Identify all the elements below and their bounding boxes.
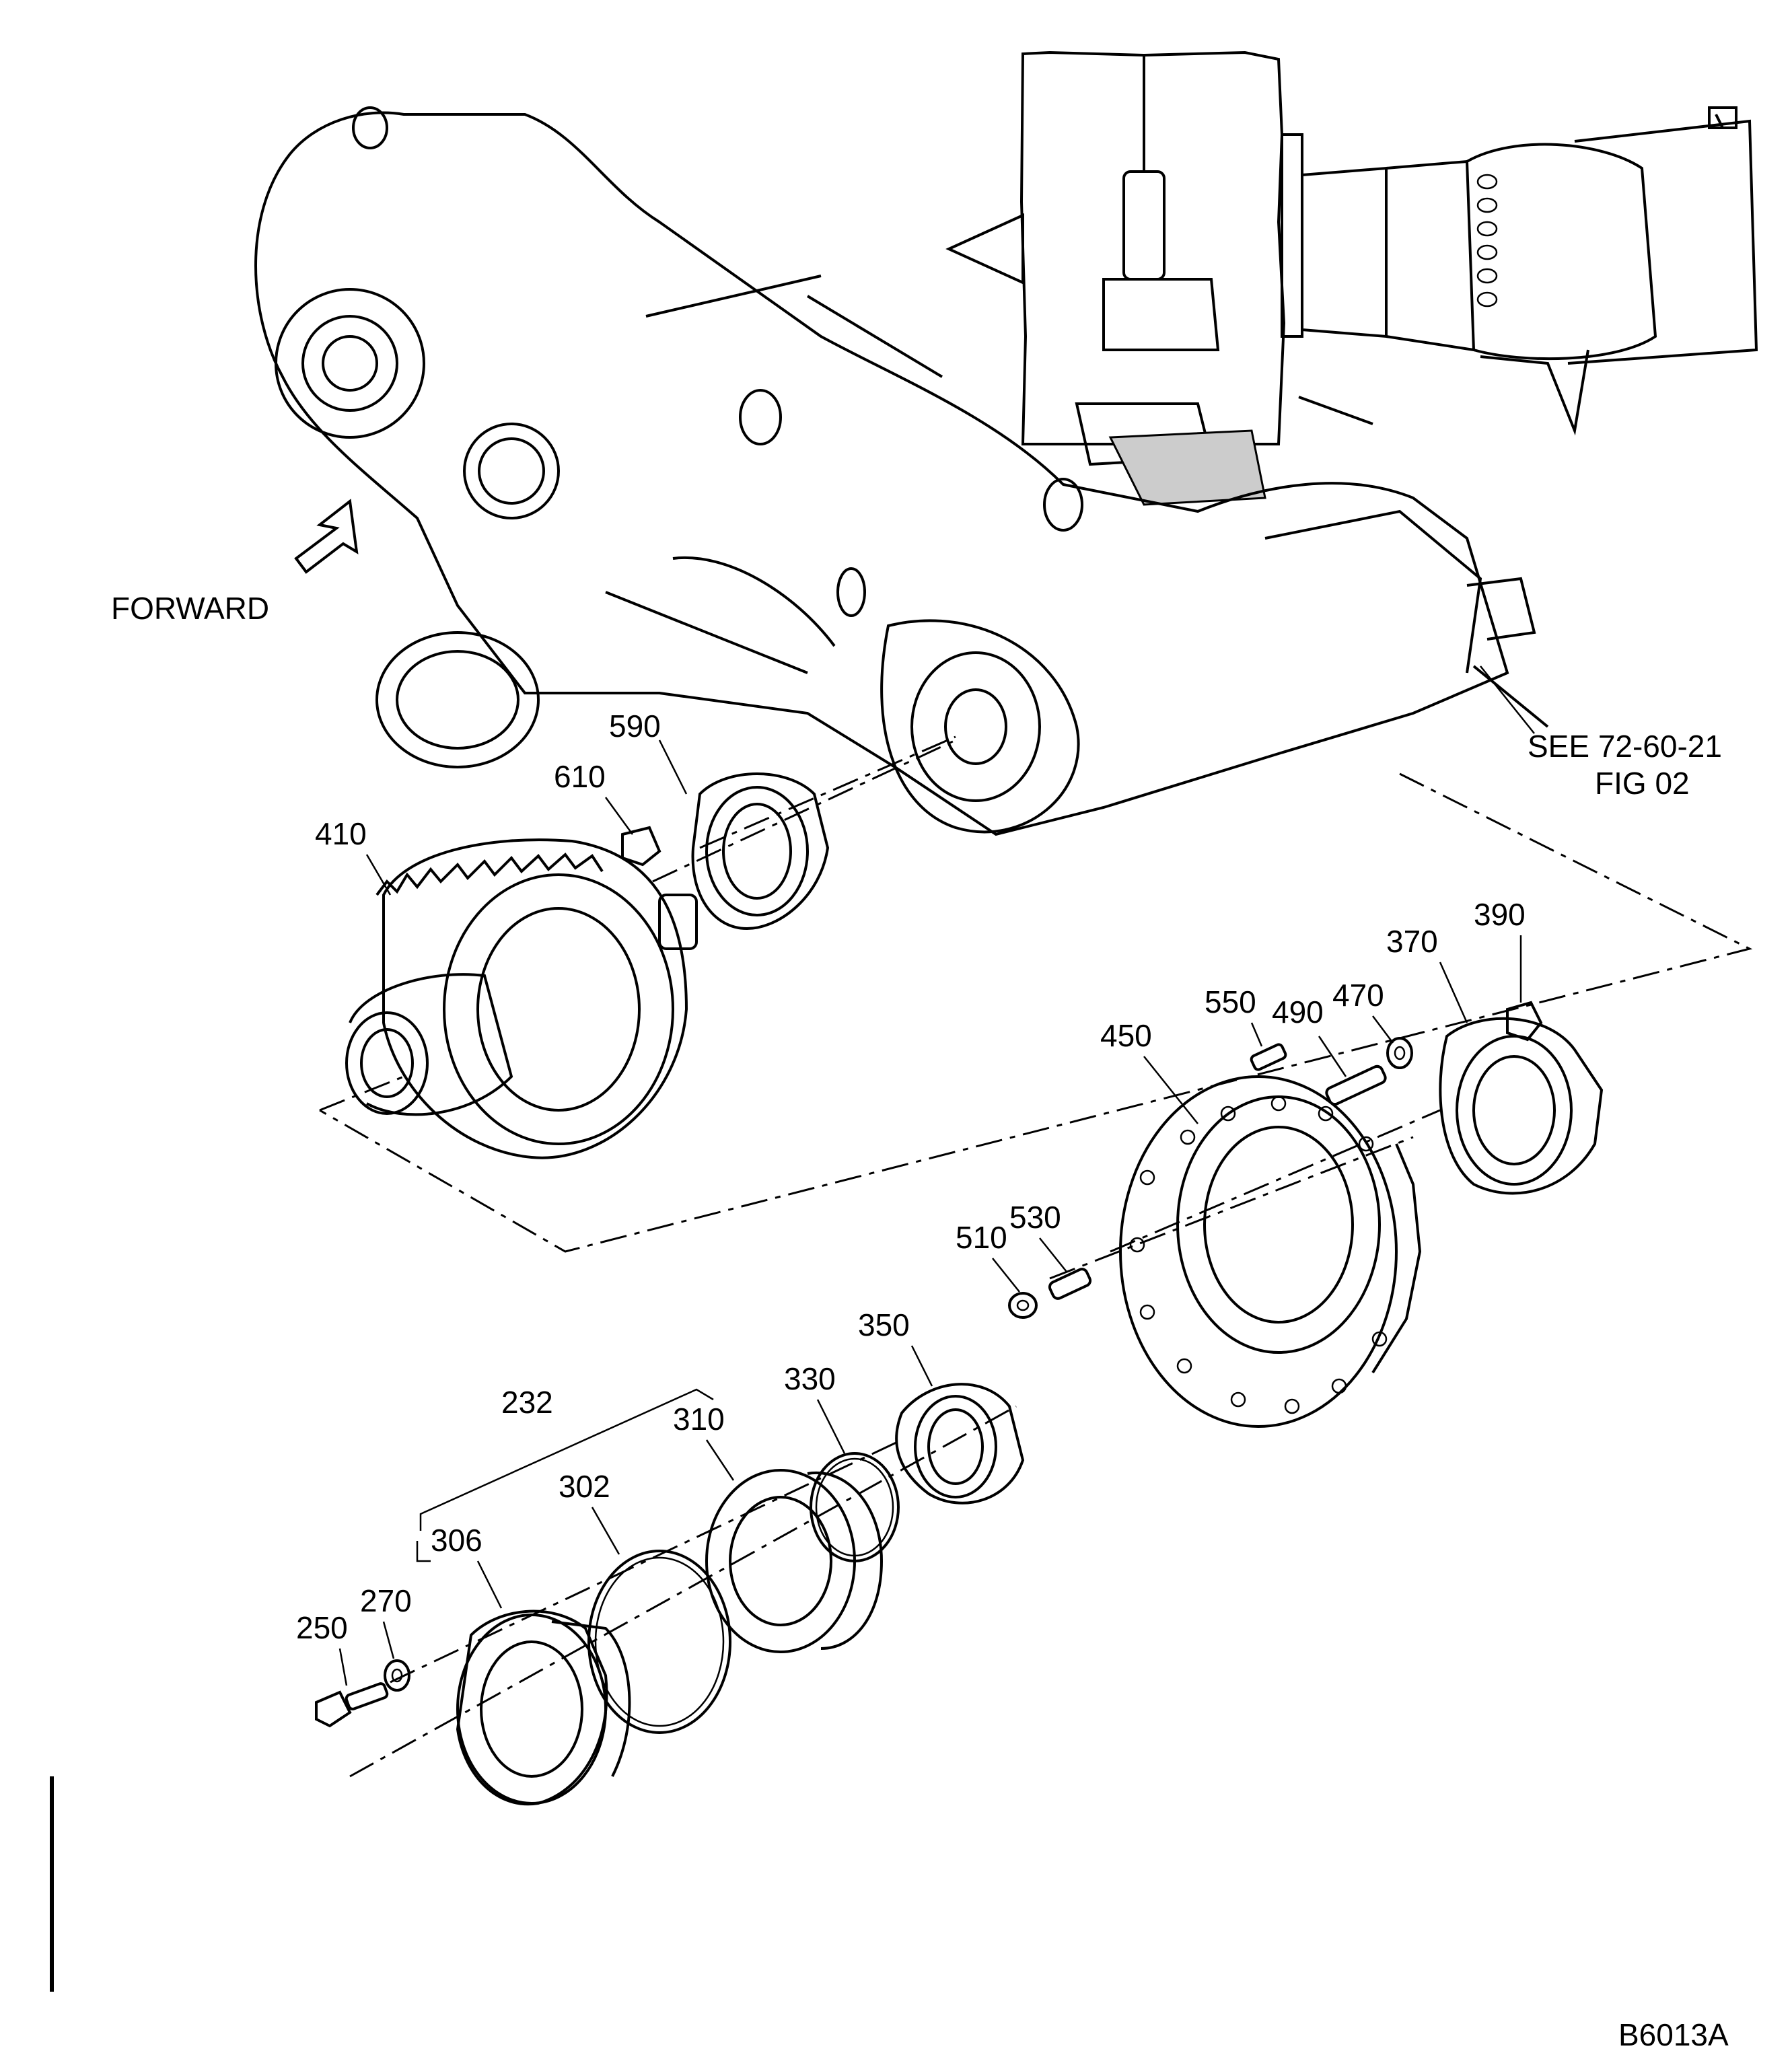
stud-490 [1325,1064,1387,1106]
callout-510: 510 [956,1220,1007,1255]
callout-530: 530 [1009,1200,1061,1235]
inset-ring-holes [1476,174,1498,308]
callout-370: 370 [1386,924,1438,959]
callout-610: 610 [554,759,606,794]
reference-leader [1480,665,1535,734]
fitting-530 [1048,1268,1092,1300]
washer-470 [1386,1037,1413,1069]
callout-270: 270 [360,1583,412,1618]
callout-306: 306 [431,1523,482,1558]
figure-code: B6013A [1618,2017,1729,2052]
forward-arrow [294,499,359,574]
nut-610 [621,826,661,867]
callout-470: 470 [1332,978,1384,1013]
leader-lines [338,739,1522,1686]
stud-550 [1250,1043,1287,1071]
washer-270 [384,1659,410,1692]
gearbox-housing [254,106,1549,836]
callout-232: 232 [501,1385,553,1420]
forward-label: FORWARD [111,591,269,626]
nut-510 [1008,1292,1038,1319]
ring-350 [895,1383,1025,1505]
gear-410 [345,838,698,1159]
callout-310: 310 [673,1402,725,1437]
callout-390: 390 [1474,897,1526,932]
callout-302: 302 [559,1469,610,1504]
callout-350: 350 [858,1307,910,1342]
flange-590 [691,772,830,931]
bolt-250 [315,1682,389,1728]
callout-250: 250 [296,1610,348,1645]
callout-410: 410 [315,816,367,851]
flange-370 [1439,1017,1604,1195]
bracket-232 [419,1388,714,1531]
cover-306 [456,1610,631,1806]
assembly-envelope [319,739,1753,1778]
seal-310 [705,1469,884,1653]
reference-line1: SEE 72-60-21 [1528,729,1722,764]
engine-locator-inset [945,50,1758,506]
nut-390 [1506,1001,1543,1042]
callout-490: 490 [1272,995,1324,1029]
revision-bar [50,1776,54,1992]
callout-330: 330 [784,1361,836,1396]
reference-line2: FIG 02 [1595,766,1690,801]
o-ring-302 [587,1550,731,1734]
callout-590: 590 [609,709,661,744]
centre-axis [390,735,1441,1684]
housing-450-bolt-holes [1129,1095,1388,1414]
housing-450 [1119,1075,1422,1428]
bracket-306 [416,1541,431,1562]
callouts: 590 610 410 390 370 550 490 470 450 530 … [296,709,1526,1645]
callout-550: 550 [1205,984,1256,1019]
callout-450: 450 [1100,1018,1152,1053]
